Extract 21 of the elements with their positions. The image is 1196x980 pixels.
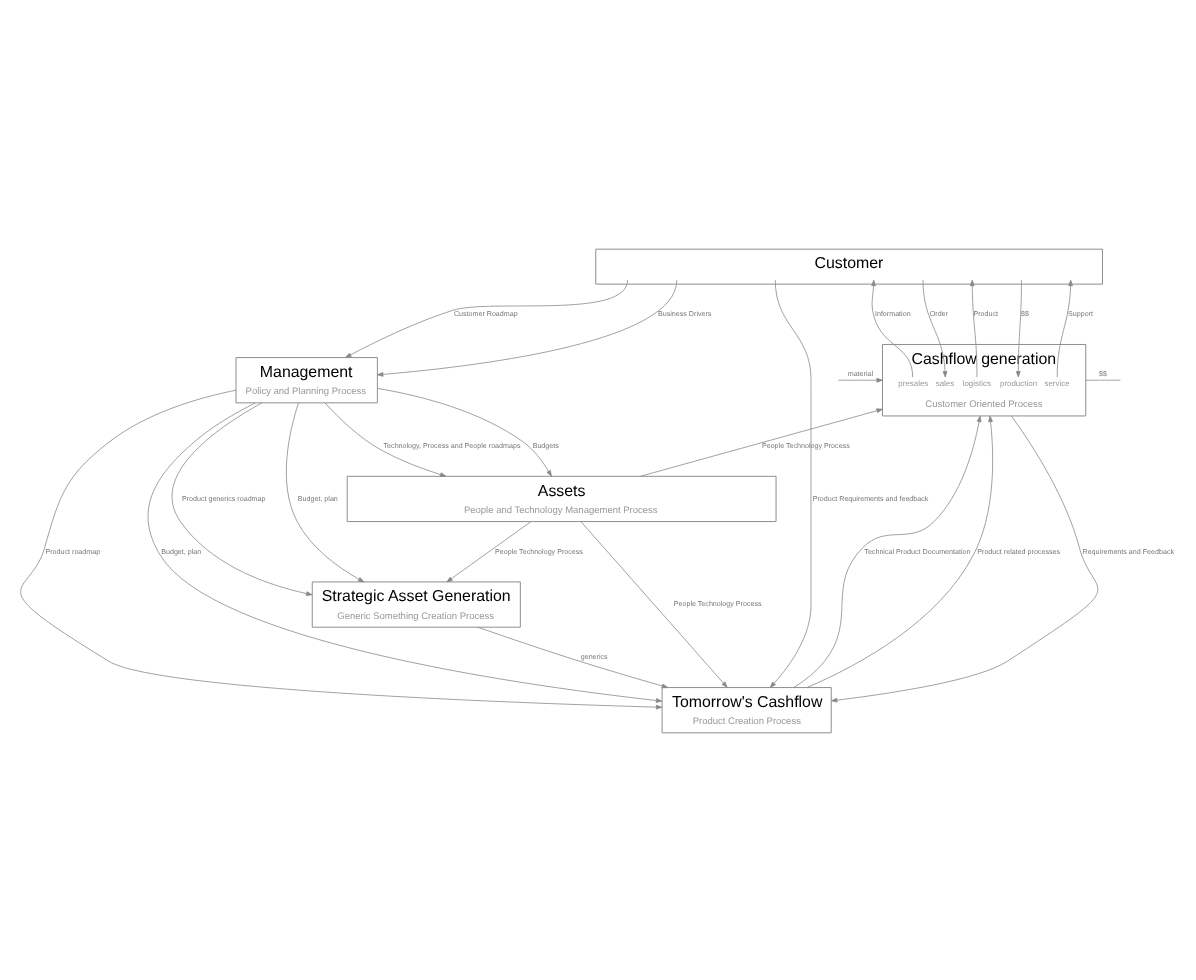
arrow [969, 278, 978, 377]
arrow [147, 401, 663, 702]
arrow [20, 388, 663, 709]
arrow [345, 278, 628, 357]
arrow [171, 401, 313, 595]
arrow [285, 401, 365, 582]
arrow [1056, 278, 1073, 377]
arrow [871, 278, 914, 377]
arrow [446, 520, 532, 582]
arrow [831, 414, 1099, 702]
arrow [324, 401, 447, 476]
arrow [1015, 278, 1022, 377]
arrow [769, 278, 812, 687]
arrow [477, 625, 669, 688]
arrow [377, 278, 678, 376]
connector [1085, 378, 1121, 380]
arrow [838, 376, 883, 382]
arrow [922, 278, 948, 377]
arrow [640, 407, 883, 476]
arrow [580, 520, 728, 687]
arrow [377, 387, 552, 476]
